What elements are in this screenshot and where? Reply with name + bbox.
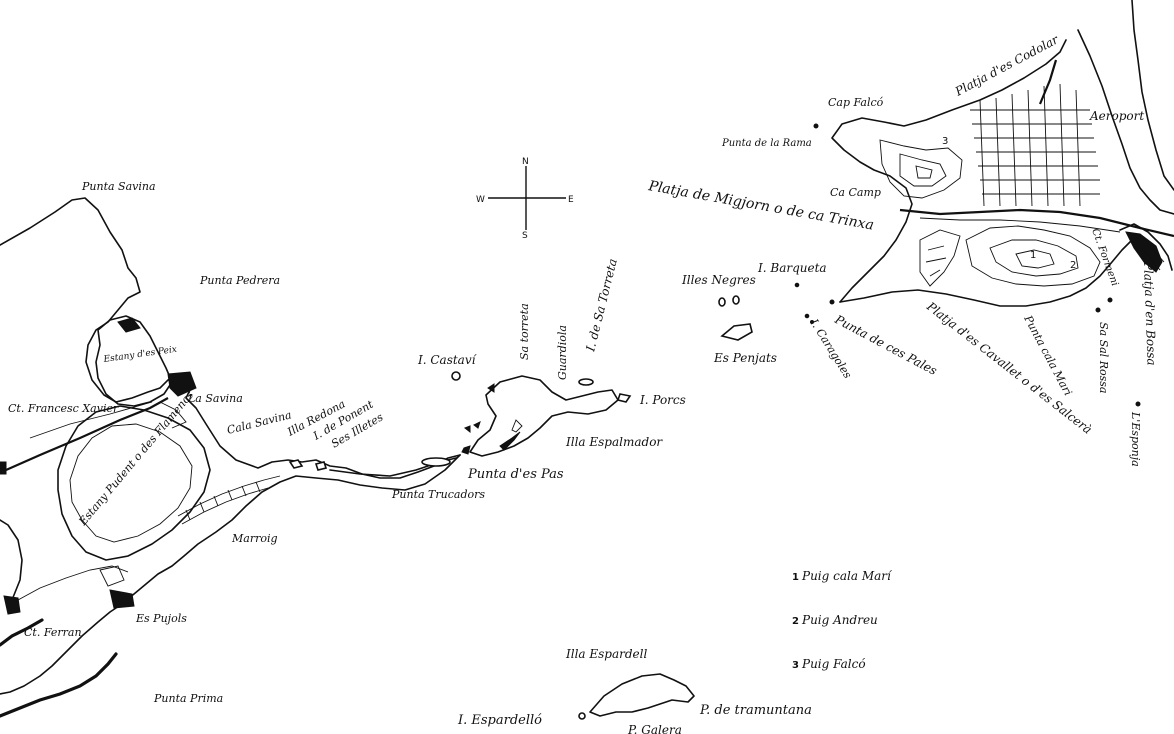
legend-num-1: 1 <box>792 572 799 583</box>
legend-name-3: Puig Falcó <box>801 657 866 671</box>
label-p-tramuntana: P. de tramuntana <box>699 703 812 718</box>
label-i-castavi: I. Castaví <box>417 353 478 367</box>
compass-south: S <box>522 231 528 241</box>
legend-name-2: Puig Andreu <box>801 613 878 627</box>
label-es-pujols: Es Pujols <box>135 612 187 625</box>
label-aeroport: Aeroport <box>1089 109 1144 123</box>
formentera-coastline <box>0 197 461 718</box>
label-marroig: Marroig <box>231 532 278 545</box>
label-ct-francesc-xavier: Ct. Francesc Xavier <box>8 402 119 415</box>
trucadors-spit <box>288 421 481 477</box>
compass-east: E <box>568 195 574 205</box>
label-p-galera: P. Galera <box>627 723 682 734</box>
label-illes-negres: Illes Negres <box>681 273 756 287</box>
label-punta-trucadors: Punta Trucadors <box>391 488 485 501</box>
label-punta-des-pas: Punta d'es Pas <box>467 467 564 482</box>
label-ct-ferran: Ct. Ferran <box>24 626 82 639</box>
label-estany-des-peix: Estany d'es Peix <box>102 345 178 365</box>
label-platja-cavallet: Platja d'es Cavallet o d'es Salcerà <box>923 299 1094 437</box>
label-punta-rama: Punta de la Rama <box>721 138 812 149</box>
legend-name-1: Puig cala Marí <box>801 569 893 583</box>
espardell-island <box>578 673 695 720</box>
label-ca-camp: Ca Camp <box>830 186 881 199</box>
label-l-esponja: L'Esponja <box>1129 411 1142 467</box>
label-punta-savina: Punta Savina <box>81 180 156 193</box>
label-platja-bossa: Platja d'en Bossa <box>1141 261 1159 366</box>
label-cap-falco: Cap Falcó <box>828 96 884 109</box>
compass-west: W <box>476 195 485 205</box>
hill-mark-3: 3 <box>942 136 948 147</box>
legend-num-3: 3 <box>792 660 799 671</box>
legend-num-2: 2 <box>792 616 799 627</box>
ibiza-coastline <box>813 0 1174 407</box>
label-illa-espalmador: Illa Espalmador <box>565 435 663 449</box>
label-i-porcs: I. Porcs <box>639 393 686 407</box>
hill-mark-2: 2 <box>1070 260 1076 271</box>
hill-markers: 1 2 3 <box>942 136 1076 271</box>
label-i-barqueta: I. Barqueta <box>757 261 827 275</box>
label-punta-prima: Punta Prima <box>153 692 223 705</box>
label-cala-savina: Cala Savina <box>226 408 293 437</box>
label-guardiola: Guardiola <box>556 325 569 380</box>
label-illa-espardell: Illa Espardell <box>565 647 647 661</box>
label-es-penjats: Es Penjats <box>713 351 777 365</box>
label-i-de-sa-torreta: I. de Sa Torreta <box>583 257 620 354</box>
middle-islets <box>718 282 835 341</box>
label-la-savina: La Savina <box>187 392 243 405</box>
label-i-espardello: I. Espardelló <box>457 713 542 728</box>
label-sa-sal-rossa: Sa Sal Rossa <box>1097 322 1110 393</box>
compass-rose: N S E W <box>476 157 574 241</box>
map-legend: 1 Puig cala Marí 2 Puig Andreu 3 Puig Fa… <box>792 569 893 671</box>
hill-mark-1: 1 <box>1030 250 1036 261</box>
compass-north: N <box>522 157 529 167</box>
label-sa-torreta: Sa torreta <box>518 303 531 360</box>
espalmador-island <box>451 371 632 457</box>
label-punta-pedrera: Punta Pedrera <box>199 274 280 287</box>
